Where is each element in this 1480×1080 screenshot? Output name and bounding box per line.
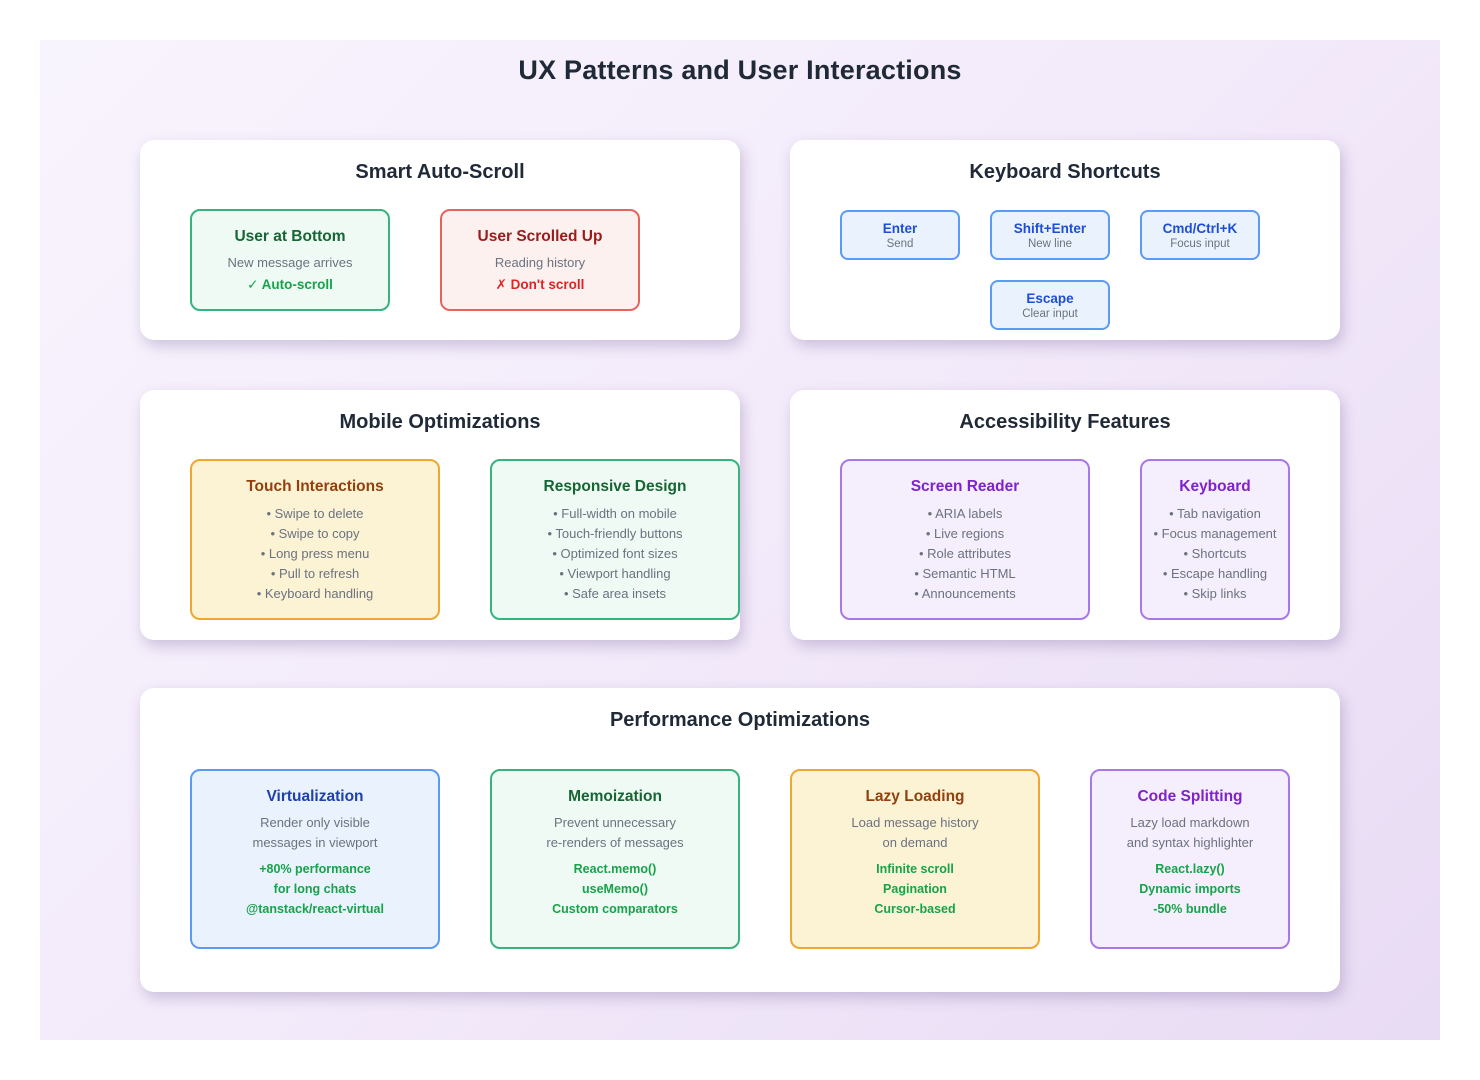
responsive-design-item: • Safe area insets <box>563 586 667 601</box>
desc-line: on demand <box>882 835 948 850</box>
responsive-design-item: • Touch-friendly buttons <box>547 526 683 541</box>
key-action: Clear input <box>1022 307 1078 320</box>
point-line: @tanstack/react-virtual <box>246 902 384 916</box>
code-splitting-points: React.lazy() Dynamic imports -50% bundle <box>1092 859 1288 919</box>
user-at-bottom-result: ✓ Auto-scroll <box>247 276 333 292</box>
key-label: Shift+Enter <box>1013 220 1087 236</box>
keyboard-shortcuts-card: Keyboard Shortcuts Enter Send Shift+Ente… <box>790 140 1340 340</box>
screen-reader-title: Screen Reader <box>910 478 1020 495</box>
screen-reader-list: • ARIA labels • Live regions • Role attrib… <box>842 504 1088 604</box>
code-splitting-desc: Lazy load markdown and syntax highlighter <box>1092 813 1288 853</box>
memoization-points: React.memo() useMemo() Custom comparators <box>492 859 738 919</box>
performance-optimizations-card: Performance Optimizations Virtualization… <box>140 688 1340 992</box>
desc-line: Prevent unnecessary <box>553 815 677 830</box>
point-line: Infinite scroll <box>876 862 954 876</box>
accessibility-features-card: Accessibility Features Screen Reader • A… <box>790 390 1340 640</box>
mobile-optimizations-card: Mobile Optimizations Touch Interactions … <box>140 390 740 640</box>
desc-line: Render only visible <box>260 815 370 830</box>
memoization-desc: Prevent unnecessary re-renders of message… <box>492 813 738 853</box>
key-label: Escape <box>1026 290 1074 306</box>
code-splitting-box: Code Splitting Lazy load markdown and syn… <box>1090 769 1290 949</box>
point-line: -50% bundle <box>1153 902 1227 916</box>
user-at-bottom-title: User at Bottom <box>234 227 346 245</box>
desc-line: and syntax highlighter <box>1126 835 1254 850</box>
page-title: UX Patterns and User Interactions <box>518 55 962 85</box>
keyboard-a11y-item: • Shortcuts <box>1183 546 1247 561</box>
key-label: Enter <box>882 220 918 236</box>
touch-interaction-item: • Keyboard handling <box>256 586 374 601</box>
keyboard-a11y-item: • Focus management <box>1153 526 1277 541</box>
virtualization-points: +80% performance for long chats @tanstack/… <box>192 859 438 919</box>
keyboard-a11y-item: • Tab navigation <box>1169 506 1261 521</box>
point-line: React.memo() <box>573 862 657 876</box>
screen-reader-item: • Live regions <box>925 526 1005 541</box>
desc-line: Lazy load markdown <box>1130 815 1250 830</box>
desc-line: Load message history <box>851 815 979 830</box>
keyboard-a11y-item: • Skip links <box>1183 586 1247 601</box>
virtualization-desc: Render only visible messages in viewport <box>192 813 438 853</box>
shortcut-key-escape: Escape Clear input <box>990 280 1110 330</box>
user-at-bottom-event: New message arrives <box>227 254 353 270</box>
performance-optimizations-title: Performance Optimizations <box>609 709 871 731</box>
user-scrolled-up-title: User Scrolled Up <box>477 227 603 245</box>
responsive-design-box: Responsive Design • Full-width on mobile… <box>490 459 740 620</box>
responsive-design-item: • Full-width on mobile <box>553 506 677 521</box>
user-scrolled-up-event: Reading history <box>494 254 586 270</box>
keyboard-shortcuts-title: Keyboard Shortcuts <box>969 161 1161 183</box>
code-splitting-title: Code Splitting <box>1137 788 1243 805</box>
screen-reader-item: • ARIA labels <box>927 506 1003 521</box>
keyboard-a11y-title: Keyboard <box>1179 478 1251 495</box>
point-line: Cursor-based <box>874 902 956 916</box>
smart-auto-scroll-title: Smart Auto-Scroll <box>355 161 525 183</box>
point-line: Pagination <box>883 882 947 896</box>
responsive-design-list: • Full-width on mobile • Touch-friendly b… <box>492 504 738 604</box>
touch-interaction-item: • Pull to refresh <box>270 566 360 581</box>
responsive-design-item: • Viewport handling <box>559 566 671 581</box>
virtualization-box: Virtualization Render only visible messag… <box>190 769 440 949</box>
desc-line: re-renders of messages <box>546 835 684 850</box>
virtualization-title: Virtualization <box>266 788 364 805</box>
lazy-loading-title: Lazy Loading <box>865 788 965 805</box>
lazy-loading-box: Lazy Loading Load message history on dema… <box>790 769 1040 949</box>
responsive-design-item: • Optimized font sizes <box>552 546 678 561</box>
touch-interaction-item: • Swipe to copy <box>270 526 360 541</box>
lazy-loading-desc: Load message history on demand <box>792 813 1038 853</box>
smart-auto-scroll-card: Smart Auto-Scroll User at Bottom New mes… <box>140 140 740 340</box>
user-scrolled-up-result: ✗ Don't scroll <box>495 276 585 292</box>
key-action: Send <box>886 237 914 250</box>
touch-interaction-item: • Long press menu <box>260 546 370 561</box>
mobile-optimizations-title: Mobile Optimizations <box>339 411 541 433</box>
point-line: Dynamic imports <box>1139 882 1241 896</box>
shortcut-key-enter: Enter Send <box>840 210 960 260</box>
touch-interactions-box: Touch Interactions • Swipe to delete• Sw… <box>190 459 440 620</box>
keyboard-a11y-box: Keyboard • Tab navigation • Focus managem… <box>1140 459 1290 620</box>
responsive-design-title: Responsive Design <box>543 478 687 495</box>
shortcut-key-shift-enter: Shift+Enter New line <box>990 210 1110 260</box>
point-line: +80% performance <box>259 862 371 876</box>
key-label: Cmd/Ctrl+K <box>1162 220 1238 236</box>
keyboard-a11y-list: • Tab navigation • Focus management • Shor… <box>1142 504 1288 604</box>
screen-reader-item: • Announcements <box>914 586 1016 601</box>
memoization-title: Memoization <box>568 788 662 805</box>
point-line: React.lazy() <box>1155 862 1225 876</box>
key-action: New line <box>1027 237 1073 250</box>
point-line: for long chats <box>273 882 357 896</box>
touch-interactions-list: • Swipe to delete • Swipe to copy • Long p… <box>192 504 438 604</box>
user-at-bottom-box: User at Bottom New message arrives ✓ Aut… <box>190 209 390 311</box>
screen-reader-item: • Semantic HTML <box>914 566 1016 581</box>
screen-reader-item: • Role attributes <box>919 546 1011 561</box>
accessibility-features-title: Accessibility Features <box>959 411 1171 433</box>
touch-interactions-title: Touch Interactions <box>246 478 384 495</box>
touch-interaction-item: • Swipe to delete <box>266 506 364 521</box>
user-scrolled-up-box: User Scrolled Up Reading history ✗ Don't… <box>440 209 640 311</box>
key-action: Focus input <box>1170 237 1230 250</box>
memoization-box: Memoization Prevent unnecessary re-render… <box>490 769 740 949</box>
shortcut-key-cmd-ctrl-k: Cmd/Ctrl+K Focus input <box>1140 210 1260 260</box>
point-line: Custom comparators <box>552 902 678 916</box>
desc-line: messages in viewport <box>252 835 378 850</box>
keyboard-a11y-item: • Escape handling <box>1162 566 1268 581</box>
point-line: useMemo() <box>582 882 648 896</box>
screen-reader-box: Screen Reader • ARIA labels • Live region… <box>840 459 1090 620</box>
